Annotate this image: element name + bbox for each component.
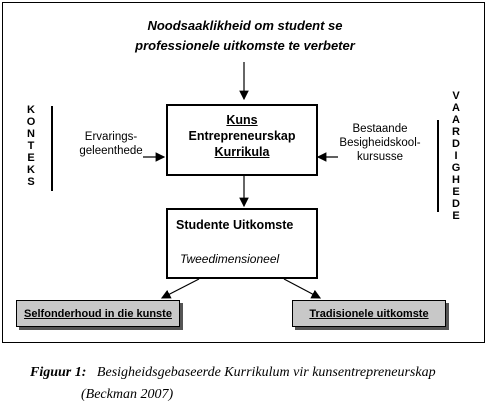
context-label: K O N T E K S xyxy=(26,104,36,188)
curriculum-box: Kuns Entrepreneurskap Kurrikula xyxy=(166,104,318,176)
outcome-right-label: Tradisionele uitkomste xyxy=(309,307,429,320)
outcomes-box: Studente Uitkomste Tweedimensioneel xyxy=(166,208,318,279)
curriculum-line-2: Entrepreneurskap xyxy=(188,129,296,143)
caption-text: Besigheidsgebaseerde Kurrikulum vir kuns… xyxy=(96,365,436,380)
title-line-1: Noodsaaklikheid om student se xyxy=(147,18,343,33)
skills-label: V A A R D I G H E D E xyxy=(451,90,461,222)
outcome-right-box: Tradisionele uitkomste xyxy=(292,300,446,327)
arrow-to-left-outcome xyxy=(160,278,200,299)
experience-input: Ervarings- geleenthede xyxy=(79,131,143,157)
diagram-border xyxy=(2,2,485,343)
caption-citation: (Beckman 2007) xyxy=(81,387,174,402)
caption-label: Figuur 1: xyxy=(30,365,87,380)
curriculum-line-1: Kuns xyxy=(226,113,258,127)
connector-lines xyxy=(51,62,439,299)
curriculum-line-3: Kurrikula xyxy=(214,145,270,159)
outcomes-subtitle: Tweedimensioneel xyxy=(180,252,280,266)
figure-caption: Figuur 1: Besigheidsgebaseerde Kurrikulu… xyxy=(30,362,436,384)
courses-input: Bestaande Besigheidskool- kursusse xyxy=(339,123,421,163)
diagram-title: Noodsaaklikheid om student se profession… xyxy=(100,16,390,56)
arrow-to-right-outcome xyxy=(283,278,322,299)
outcomes-title: Studente Uitkomste xyxy=(176,218,294,232)
outcome-left-label: Selfonderhoud in die kunste xyxy=(24,307,172,320)
title-line-2: professionele uitkomste te verbeter xyxy=(135,38,355,53)
outcome-left-box: Selfonderhoud in die kunste xyxy=(16,300,180,327)
